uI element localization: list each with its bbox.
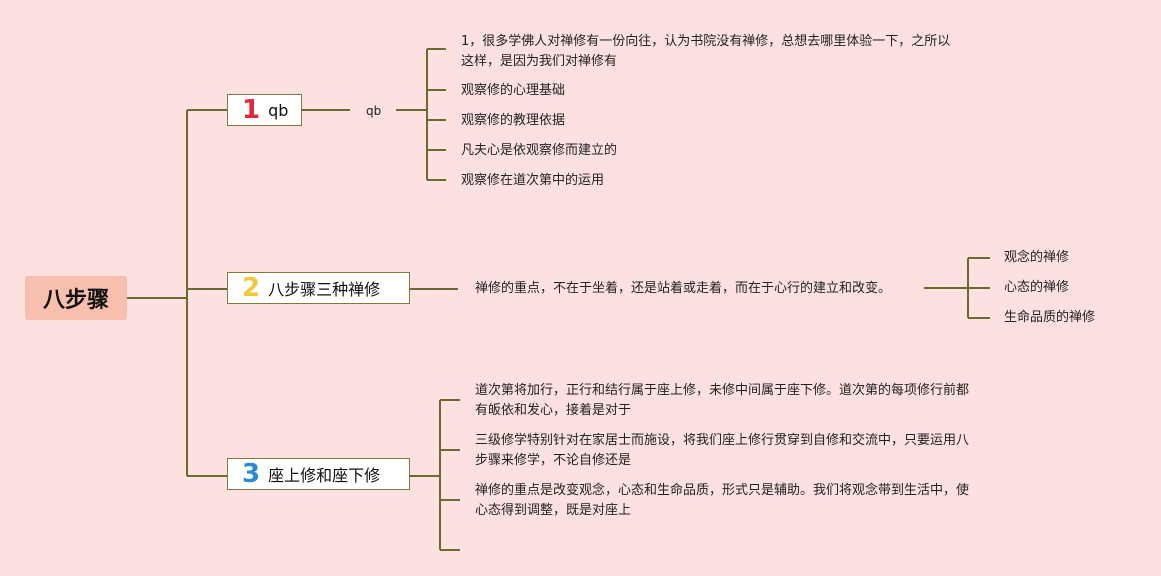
branch-3-leaf-3[interactable]: 禅修的重点是改变观念，心态和生命品质，形式只是辅助。我们将观念带到生活中，使心态… (475, 483, 970, 518)
branch-node-3[interactable]: 3 座上修和座下修 (227, 458, 410, 490)
branch-1-leaf-3[interactable]: 观察修的教理依据 (461, 113, 566, 128)
branch-2-leaf-3[interactable]: 生命品质的禅修 (1004, 310, 1096, 325)
branch-3-leaf-2[interactable]: 三级修学特别针对在家居士而施设，将我们座上修行贯穿到自修和交流中，只要运用八步骤… (475, 433, 970, 468)
branch-1-leaf-4[interactable]: 凡夫心是依观察修而建立的 (461, 143, 618, 158)
branch-node-1[interactable]: 1 qb (227, 94, 302, 126)
branch-number-2: 2 (242, 273, 261, 303)
branch-1-leaf-5[interactable]: 观察修在道次第中的运用 (461, 173, 605, 188)
branch-1-subtopic[interactable]: qb (366, 104, 382, 118)
branch-node-2[interactable]: 2 八步骤三种禅修 (227, 272, 410, 304)
root-node[interactable]: 八步骤 (25, 276, 127, 320)
branch-label-3: 座上修和座下修 (268, 466, 381, 485)
branch-2-subtopic[interactable]: 禅修的重点，不在于坐着，还是站着或走着，而在于心行的建立和改变。 (475, 281, 892, 296)
branch-1-leaf-2[interactable]: 观察修的心理基础 (461, 83, 566, 98)
branch-3-leaf-1[interactable]: 道次第将加行，正行和结行属于座上修，未修中间属于座下修。道次第的每项修行前都有皈… (475, 383, 970, 418)
branch-2-leaf-1[interactable]: 观念的禅修 (1004, 250, 1070, 265)
branch-2-leaf-2[interactable]: 心态的禅修 (1004, 280, 1070, 295)
root-label: 八步骤 (42, 288, 109, 313)
branch-label-2: 八步骤三种禅修 (268, 280, 381, 299)
branch-number-1: 1 (242, 95, 261, 125)
branch-label-1: qb (268, 100, 289, 120)
branch-1-leaf-1[interactable]: 1，很多学佛人对禅修有一份向往，认为书院没有禅修，总想去哪里体验一下，之所以这样… (461, 34, 951, 69)
branch-number-3: 3 (242, 459, 261, 489)
